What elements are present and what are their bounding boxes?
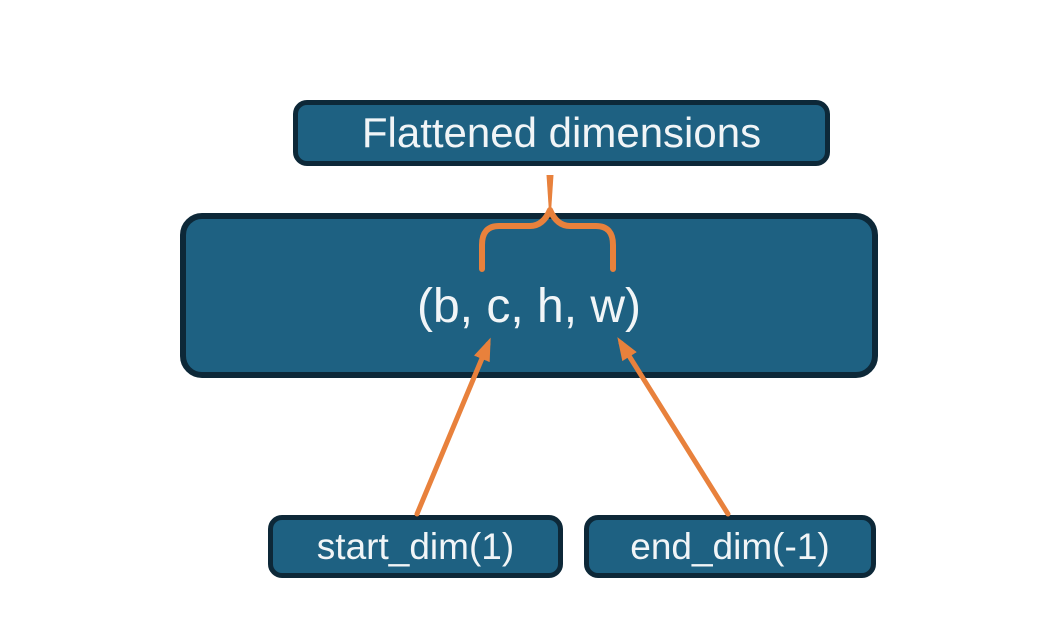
start-dim-label: start_dim(1)	[316, 526, 515, 567]
end-dim-label: end_dim(-1)	[630, 526, 830, 567]
tensor-shape-box: (b, c, h, w)	[180, 213, 878, 378]
brace-stem	[546, 175, 554, 208]
flattened-dimensions-label: Flattened dimensions	[361, 109, 762, 156]
end-dim-box: end_dim(-1)	[584, 515, 876, 578]
flattened-dimensions-box: Flattened dimensions	[293, 100, 830, 166]
tensor-shape-label: (b, c, h, w)	[416, 279, 642, 333]
start-dim-box: start_dim(1)	[268, 515, 563, 578]
